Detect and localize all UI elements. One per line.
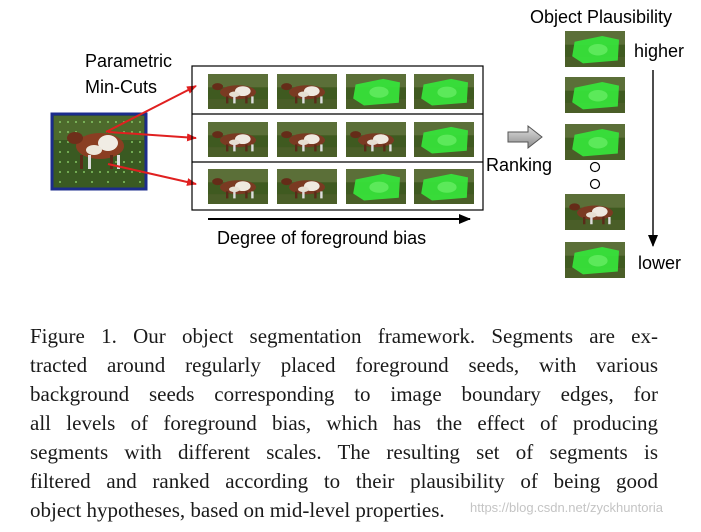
caption-line: segments with different scales. The resu…	[30, 440, 658, 464]
caption-line: filtered and ranked according to their p…	[30, 469, 658, 493]
red-arrow-bottom	[107, 163, 197, 186]
caption-line: Figure 1. Our object segmentation framew…	[30, 324, 658, 348]
caption-line: tracted around regularly placed foregrou…	[30, 353, 658, 377]
ranked-segment-thumbnail	[565, 242, 625, 278]
segment-thumbnail	[346, 74, 406, 109]
figure-diagram: Parametric Min-Cuts	[50, 7, 684, 278]
segment-thumbnail	[277, 122, 337, 157]
higher-label: higher	[634, 41, 684, 61]
segment-thumbnail	[208, 169, 268, 204]
segment-thumbnail	[414, 169, 474, 204]
ranked-segment-thumbnail	[565, 194, 625, 230]
parametric-label-line2: Min-Cuts	[85, 77, 157, 97]
segment-grid-frame	[191, 65, 484, 211]
ranked-segment-thumbnail	[565, 124, 625, 160]
segment-thumbnail	[414, 122, 474, 157]
segment-thumbnail	[277, 74, 337, 109]
figure-caption: Figure 1. Our object segmentation framew…	[30, 322, 658, 525]
ranked-segment-thumbnail	[565, 31, 625, 67]
ranking-label: Ranking	[486, 155, 552, 175]
caption-line: background seeds corresponding to image …	[30, 382, 658, 406]
segment-thumbnail	[208, 122, 268, 157]
segment-thumbnail	[346, 122, 406, 157]
lower-label: lower	[638, 253, 681, 273]
degree-label: Degree of foreground bias	[217, 228, 426, 248]
ranked-segments-column	[565, 31, 625, 278]
parametric-label-line1: Parametric	[85, 51, 172, 71]
segment-grid	[208, 74, 474, 204]
input-seed-grid	[59, 121, 141, 183]
input-image	[50, 112, 148, 191]
watermark: https://blog.csdn.net/zyckhuntoria	[470, 500, 663, 515]
segment-thumbnail	[414, 74, 474, 109]
segment-thumbnail	[208, 74, 268, 109]
caption-line: object hypotheses, based on mid-level pr…	[30, 498, 445, 522]
red-arrow-top	[105, 85, 197, 133]
input-cow	[67, 132, 124, 169]
caption-line: all levels of foreground bias, which has…	[30, 411, 658, 435]
plausibility-title: Object Plausibility	[530, 7, 672, 27]
ranking-arrow	[507, 124, 543, 150]
segment-thumbnail	[277, 169, 337, 204]
segment-thumbnail	[346, 169, 406, 204]
ellipsis-dots	[589, 161, 601, 190]
red-arrow-middle	[107, 131, 197, 142]
ranked-segment-thumbnail	[565, 77, 625, 113]
